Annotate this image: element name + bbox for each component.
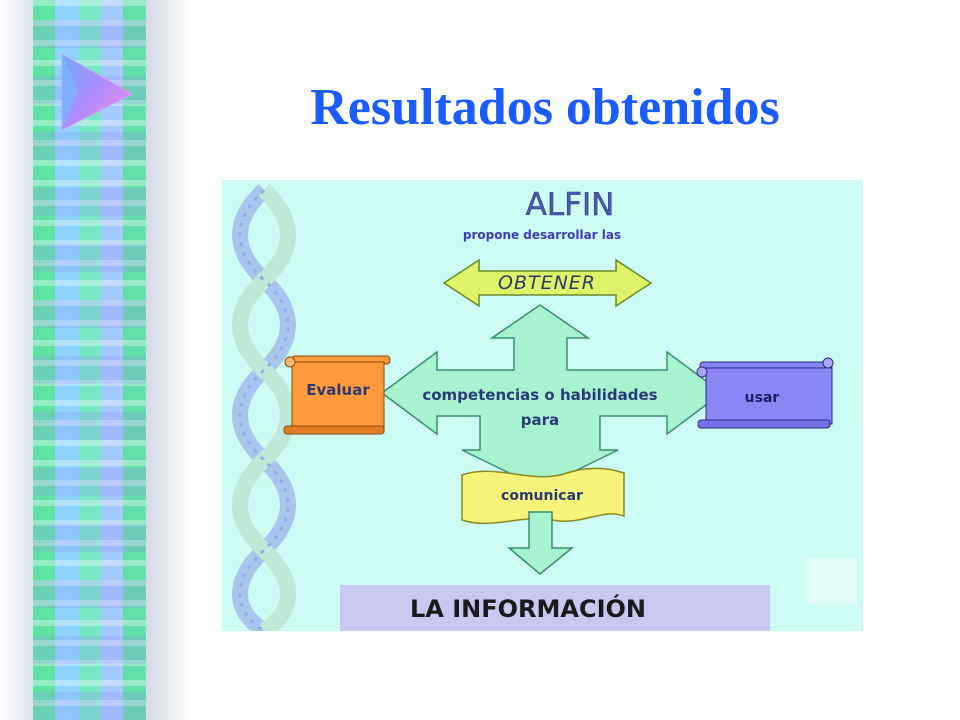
- comunicar-label: comunicar: [501, 488, 583, 504]
- page-title: Resultados obtenidos: [310, 79, 780, 136]
- left-decorative-band: [33, 0, 146, 720]
- down-arrow: [506, 511, 575, 575]
- dna-spiral-icon: [232, 184, 296, 631]
- corner-decoration: [807, 558, 857, 603]
- diagram-subheading: propone desarrollar las: [463, 228, 621, 242]
- usar-label: usar: [745, 390, 780, 406]
- center-label-line2: para: [521, 411, 559, 429]
- left-band-pattern: [33, 0, 146, 720]
- comunicar-banner: comunicar: [461, 467, 625, 525]
- evaluar-scroll: Evaluar: [283, 355, 391, 435]
- usar-scroll: usar: [696, 357, 834, 429]
- center-label-line1: competencias o habilidades: [422, 386, 657, 404]
- alfin-diagram: ALFIN propone desarrollar las OBTENER co…: [222, 180, 863, 631]
- informacion-bar: LA INFORMACIÓN: [340, 585, 770, 631]
- obtener-label: OBTENER: [498, 272, 596, 294]
- informacion-label: LA INFORMACIÓN: [410, 593, 646, 623]
- evaluar-label: Evaluar: [306, 381, 370, 399]
- diagram-heading: ALFIN: [526, 187, 615, 223]
- obtener-arrow: OBTENER: [442, 258, 653, 308]
- diagram-canvas: ALFIN propone desarrollar las OBTENER co…: [222, 180, 863, 631]
- play-triangle-icon: [61, 53, 134, 131]
